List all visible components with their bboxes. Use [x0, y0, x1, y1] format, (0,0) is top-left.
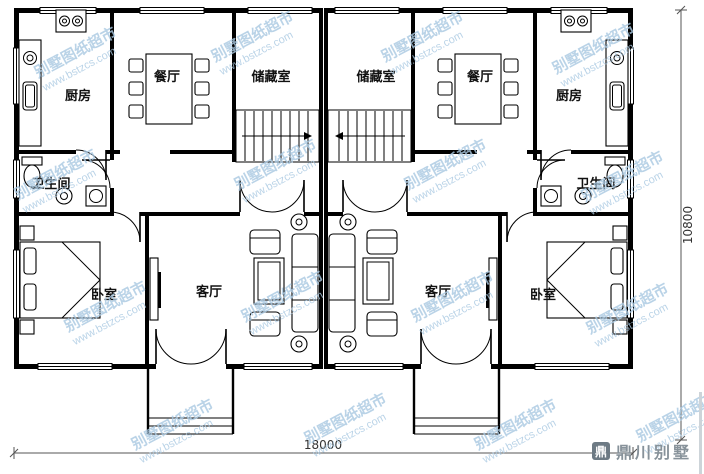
room-label-dining-right: 餐厅: [466, 69, 493, 84]
room-label-bedroom-right: 卧室: [530, 287, 556, 302]
room-label-storage-left: 储藏室: [250, 69, 290, 84]
dimension-height-label: 10800: [681, 206, 695, 244]
brand-logo: 鼎 鼎川别墅: [592, 442, 692, 462]
right-edge-scrollbar[interactable]: [699, 392, 702, 474]
room-label-kitchen-left: 厨房: [65, 88, 91, 103]
brand-icon: [592, 442, 610, 460]
brand-icon-glyph: 鼎: [595, 445, 607, 459]
room-label-storage-right: 储藏室: [355, 69, 395, 84]
room-label-dining-left: 餐厅: [153, 69, 180, 84]
room-label-kitchen-right: 厨房: [556, 88, 582, 103]
brand-text: 鼎川别墅: [616, 443, 692, 462]
room-label-living-left: 客厅: [196, 284, 222, 299]
